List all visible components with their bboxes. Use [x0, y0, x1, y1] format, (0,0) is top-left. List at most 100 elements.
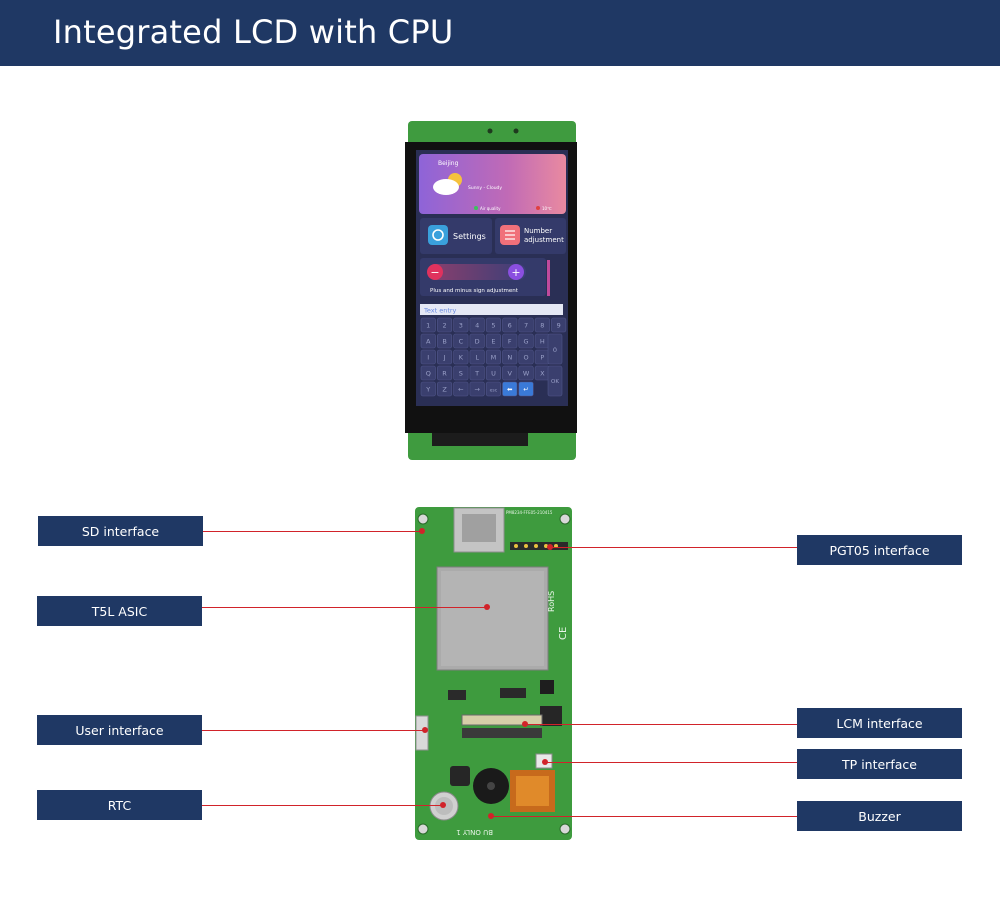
keyboard-key[interactable]	[469, 317, 485, 333]
keyboard-key[interactable]	[518, 317, 534, 333]
keyboard-key-label: 8	[540, 322, 544, 330]
keyboard-key[interactable]	[518, 381, 534, 397]
slider-caption: Plus and minus sign adjustment	[430, 288, 519, 294]
keyboard-key[interactable]	[502, 349, 518, 365]
lcd-module-front: Beijing Sunny - Cloudy Air quality 10℃ S…	[405, 121, 577, 460]
leader-dot	[484, 604, 490, 610]
front-connector	[432, 430, 528, 446]
callout-rtc: RTC	[37, 790, 202, 820]
keyboard-key[interactable]	[485, 317, 502, 333]
callout-pgt05-interface: PGT05 interface	[797, 535, 962, 565]
keyboard-key-label: J	[443, 354, 446, 362]
keyboard-key[interactable]	[485, 349, 502, 365]
settings-label: Settings	[453, 232, 486, 241]
callout-tp-interface: TP interface	[797, 749, 962, 779]
keyboard-key-label: 3	[459, 322, 463, 330]
keyboard-key-label: T	[474, 370, 479, 378]
leader-sd	[203, 531, 423, 532]
leader-dot	[422, 727, 428, 733]
leader-dot	[522, 721, 528, 727]
air-quality-label: Air quality	[480, 206, 501, 211]
air-quality-icon	[474, 206, 478, 210]
mount-hole	[417, 823, 429, 835]
key-zero	[547, 333, 563, 365]
keyboard-key-label: L	[475, 354, 479, 362]
keyboard-key[interactable]	[502, 365, 518, 381]
keyboard-key[interactable]	[485, 333, 502, 349]
user-connector	[415, 715, 429, 751]
keyboard-key-label: ←	[458, 386, 464, 394]
plus-symbol: +	[511, 266, 520, 279]
keyboard-key-label: 5	[491, 322, 495, 330]
keyboard-key-label: D	[475, 338, 480, 346]
mount-hole	[417, 513, 429, 525]
keyboard-key-label: 6	[508, 322, 512, 330]
keyboard-key[interactable]	[453, 381, 469, 397]
keyboard-key[interactable]	[420, 381, 436, 397]
settings-icon	[428, 225, 448, 245]
keyboard-key[interactable]	[485, 365, 502, 381]
keyboard-key[interactable]	[469, 381, 485, 397]
callout-buzzer: Buzzer	[797, 801, 962, 831]
keyboard-key-label: Z	[442, 386, 447, 394]
component	[540, 680, 554, 694]
lcm-connector	[461, 714, 543, 726]
leader-lcm	[525, 724, 798, 725]
temp-label: 10℃	[542, 206, 552, 211]
keyboard-key[interactable]	[551, 317, 567, 333]
keyboard-key[interactable]	[420, 349, 436, 365]
keyboard-key[interactable]	[485, 381, 502, 397]
key-ok-label: OK	[551, 379, 559, 385]
inductor	[450, 766, 470, 786]
keyboard-key[interactable]	[518, 349, 534, 365]
component	[448, 690, 466, 700]
keyboard-key[interactable]	[469, 349, 485, 365]
keyboard-key[interactable]	[453, 365, 469, 381]
keyboard-key[interactable]	[453, 333, 469, 349]
ce-mark: CE	[558, 627, 569, 640]
silk-bottom: BU ONLY 1	[456, 828, 493, 836]
keyboard-key[interactable]	[502, 381, 518, 397]
keyboard-key[interactable]	[436, 333, 453, 349]
keyboard-key[interactable]	[518, 365, 534, 381]
page-title: Integrated LCD with CPU	[53, 13, 454, 51]
keyboard-key[interactable]	[534, 317, 550, 333]
weather-city: Beijing	[438, 160, 459, 167]
keyboard-key[interactable]	[436, 365, 453, 381]
mount-hole	[559, 823, 571, 835]
keyboard-key[interactable]	[436, 349, 453, 365]
keyboard-key-label: K	[459, 354, 464, 362]
component	[540, 706, 562, 726]
keyboard-key[interactable]	[420, 365, 436, 381]
keyboard-key[interactable]	[420, 333, 436, 349]
keyboard-key-label: I	[427, 354, 429, 362]
keyboard-key-label: C	[459, 338, 464, 346]
keyboard-key[interactable]	[436, 381, 453, 397]
leader-rtc	[202, 805, 444, 806]
keyboard-key[interactable]	[502, 317, 518, 333]
minus-button	[427, 264, 443, 280]
keyboard-key-label: 9	[557, 322, 561, 330]
number-label-2: adjustment	[524, 236, 564, 244]
keyboard-key[interactable]	[420, 317, 436, 333]
keyboard-key[interactable]	[453, 317, 469, 333]
mount-hole	[559, 513, 571, 525]
keyboard-key-label: V	[508, 370, 513, 378]
keyboard-key-label: Y	[425, 386, 430, 394]
keyboard-key[interactable]	[453, 349, 469, 365]
keyboard-key-label: O	[523, 354, 528, 362]
keyboard-key-label: ⬅	[507, 386, 513, 394]
keyboard-key[interactable]	[518, 333, 534, 349]
keyboard-key[interactable]	[436, 317, 453, 333]
weather-text: Sunny - Cloudy	[468, 185, 502, 191]
slider-track	[428, 264, 526, 280]
keyboard-key[interactable]	[469, 333, 485, 349]
keyboard-key-label: E	[491, 338, 495, 346]
leader-dot	[419, 528, 425, 534]
keyboard-key[interactable]	[502, 333, 518, 349]
keyboard-key-label: W	[523, 370, 530, 378]
component	[500, 688, 526, 698]
leader-asic	[202, 607, 487, 608]
keyboard-key[interactable]	[469, 365, 485, 381]
callout-sd-interface: SD interface	[38, 516, 203, 546]
